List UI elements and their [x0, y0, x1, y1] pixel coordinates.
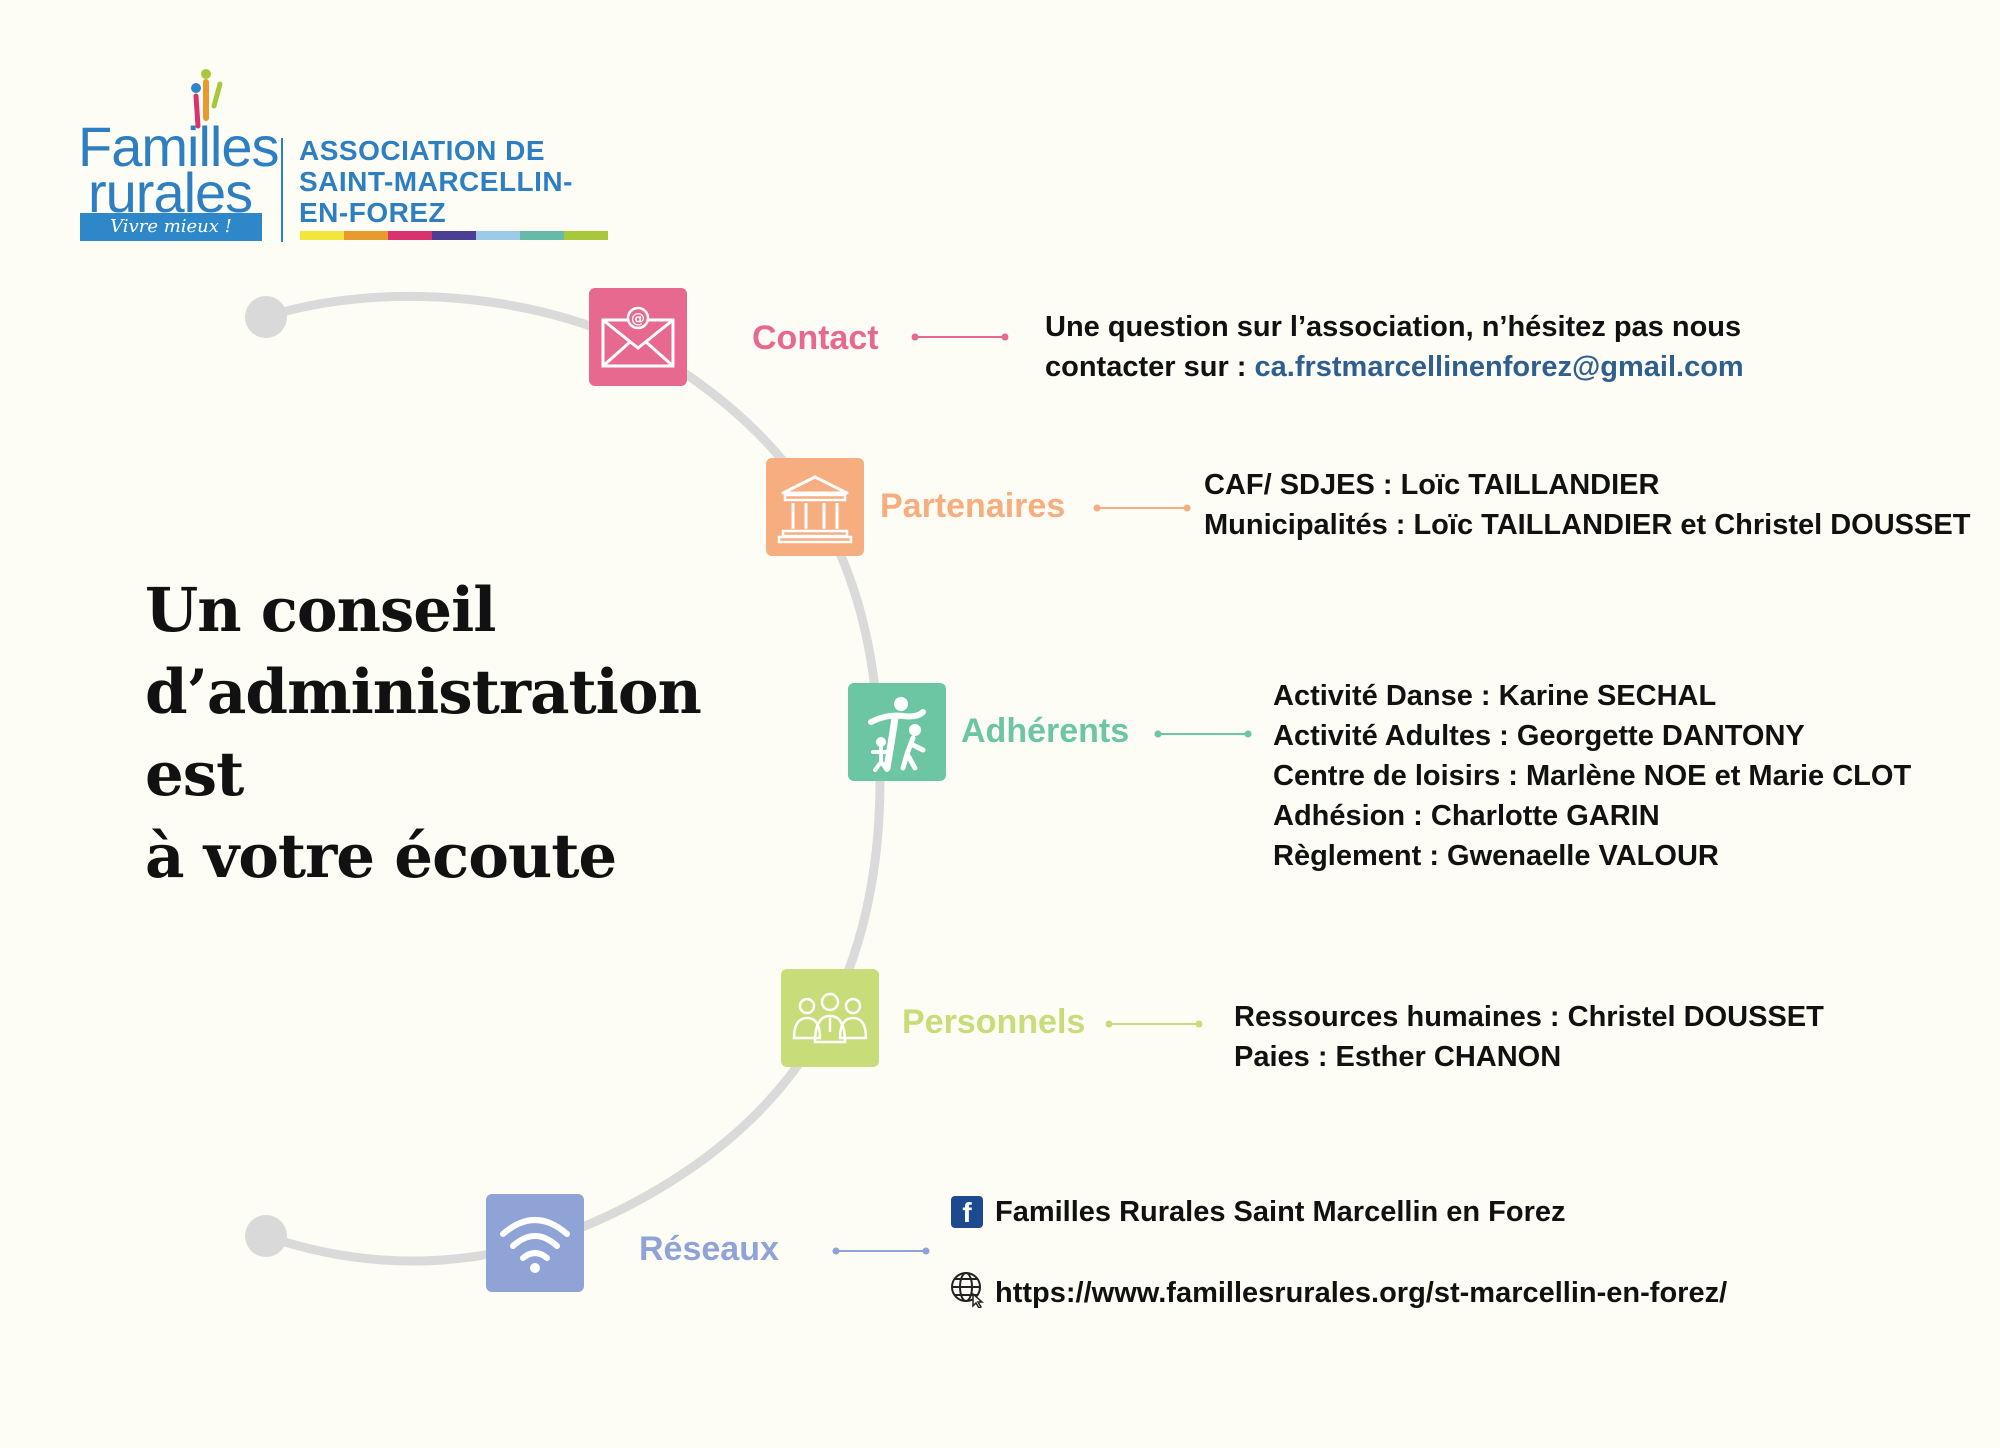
association-line-3: EN-FOREZ [299, 197, 447, 228]
contact-connector [911, 333, 1009, 341]
building-icon [777, 475, 853, 544]
logo-divider [281, 138, 283, 242]
reseaux-tile [486, 1194, 584, 1292]
adherents-line-5: Règlement : Gwenaelle VALOUR [1273, 840, 1719, 872]
partenaires-line-1: CAF/ SDJES : Loïc TAILLANDIER [1204, 469, 1660, 501]
adherents-tile [848, 683, 946, 781]
adherents-line-3: Centre de loisirs : Marlène NOE et Marie… [1273, 760, 1912, 792]
family-icon [868, 697, 926, 772]
arc-start-dot [245, 296, 287, 338]
envelope-icon: @ [601, 306, 675, 368]
association-line-1: ASSOCIATION DE [299, 135, 546, 166]
facebook-icon: f [951, 1196, 983, 1228]
partenaires-line-2: Municipalités : Loïc TAILLANDIER et Chri… [1204, 509, 1971, 541]
adherents-line-2: Activité Adultes : Georgette DANTONY [1273, 720, 1805, 752]
partenaires-label: Partenaires [880, 487, 1066, 525]
team-icon [792, 992, 868, 1044]
contact-label: Contact [752, 319, 879, 357]
arc-end-dot [245, 1215, 287, 1257]
logo-color-stripe [300, 231, 608, 240]
stripe-segment [388, 231, 432, 240]
partenaires-text: CAF/ SDJES : Loïc TAILLANDIER Municipali… [1204, 465, 1970, 545]
association-name: ASSOCIATION DE SAINT-MARCELLIN- EN-FOREZ [299, 135, 573, 228]
personnels-line-1: Ressources humaines : Christel DOUSSET [1234, 1001, 1824, 1033]
wifi-icon [500, 1217, 570, 1273]
reseaux-label: Réseaux [639, 1230, 779, 1268]
stripe-segment [300, 231, 344, 240]
stripe-segment [520, 231, 564, 240]
adherents-line-4: Adhésion : Charlotte GARIN [1273, 800, 1660, 832]
contact-line-2: contacter sur : ca.frstmarcellinenforez@… [1045, 347, 1744, 387]
personnels-label: Personnels [902, 1003, 1086, 1041]
svg-text:@: @ [631, 311, 645, 327]
partenaires-tile [766, 458, 864, 556]
logo-tagline: Vivre mieux ! [80, 213, 262, 241]
stripe-segment [564, 231, 608, 240]
adherents-connector [1154, 730, 1252, 738]
reseaux-connector [832, 1247, 930, 1255]
logo-word-rurales: rurales [88, 161, 253, 224]
globe-icon [951, 1272, 984, 1308]
logo-figure-icon [191, 69, 223, 129]
adherents-line-1: Activité Danse : Karine SECHAL [1273, 680, 1717, 712]
adherents-text: Activité Danse : Karine SECHAL Activité … [1273, 676, 1911, 876]
title-line-3: à votre écoute [145, 821, 617, 892]
page-title: Un conseil d’administration est à votre … [145, 570, 785, 898]
contact-line-1: Une question sur l’association, n’hésite… [1045, 311, 1742, 343]
association-line-2: SAINT-MARCELLIN- [299, 166, 573, 197]
title-line-1: Un conseil [145, 575, 496, 646]
title-line-2: d’administration est [145, 657, 702, 810]
partenaires-connector [1093, 504, 1191, 512]
personnels-connector [1105, 1020, 1203, 1028]
contact-tile: @ [589, 288, 687, 386]
personnels-tile [781, 969, 879, 1067]
contact-email-link[interactable]: ca.frstmarcellinenforez@gmail.com [1254, 351, 1744, 383]
website-link[interactable]: https://www.famillesrurales.org/st-marce… [995, 1277, 1728, 1309]
personnels-line-2: Paies : Esther CHANON [1234, 1041, 1562, 1073]
logo-word-familles: Familles [78, 115, 279, 178]
facebook-link[interactable]: Familles Rurales Saint Marcellin en Fore… [995, 1196, 1566, 1228]
stripe-segment [432, 231, 476, 240]
contact-prefix: contacter sur : [1045, 351, 1255, 383]
contact-text: Une question sur l’association, n’hésite… [1045, 307, 1744, 387]
stripe-segment [344, 231, 388, 240]
adherents-label: Adhérents [961, 712, 1130, 750]
personnels-text: Ressources humaines : Christel DOUSSET P… [1234, 997, 1824, 1077]
stripe-segment [476, 231, 520, 240]
